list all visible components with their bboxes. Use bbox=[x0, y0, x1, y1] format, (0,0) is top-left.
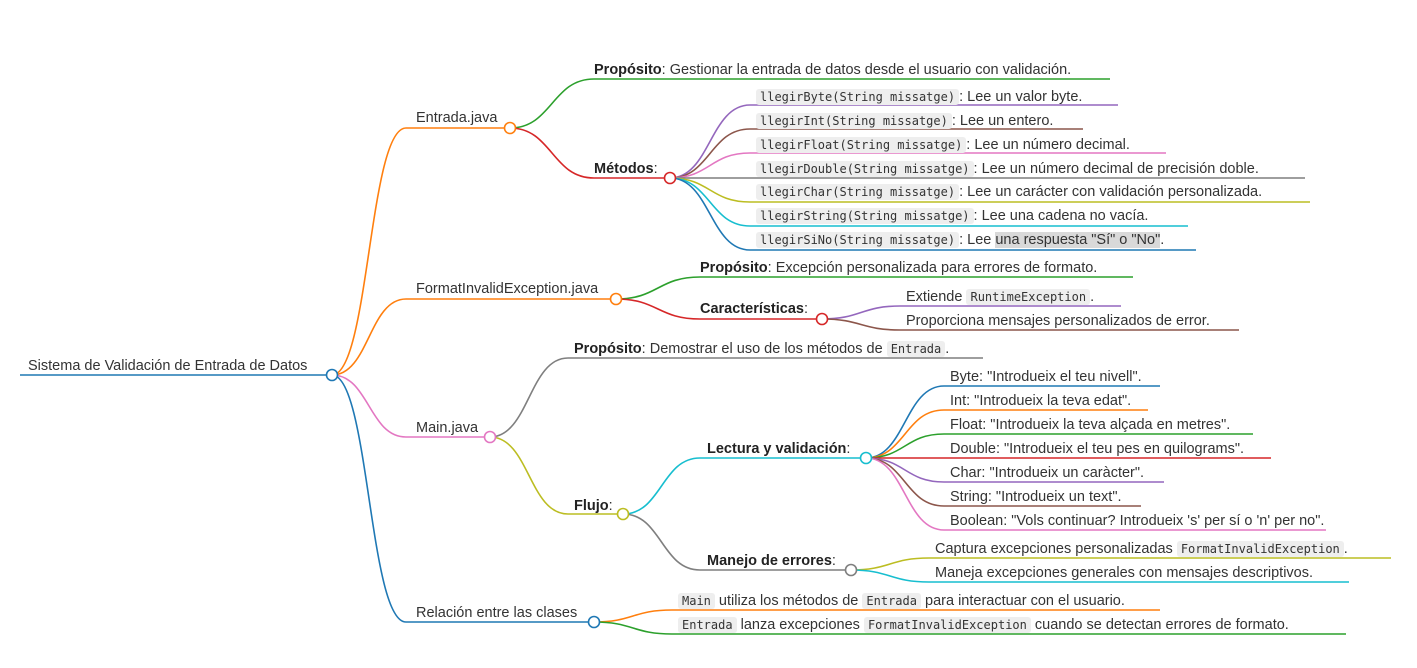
edge-flujo-manejo bbox=[622, 513, 701, 571]
lectura-float: Float: "Introdueix la teva alçada en met… bbox=[950, 417, 1231, 433]
node-lectura bbox=[859, 451, 873, 465]
node-manejo bbox=[844, 563, 858, 577]
format-extiende: Extiende RuntimeException. bbox=[906, 289, 1095, 305]
entrada-node-label: Entrada.java bbox=[416, 110, 498, 126]
main-node-label: Main.java bbox=[416, 420, 479, 436]
metodo-llegirfloat: llegirFloat(String missatge): Lee un núm… bbox=[756, 136, 1130, 154]
edge-relacion-2 bbox=[593, 621, 673, 635]
node-format bbox=[609, 292, 623, 306]
edge-entrada-metodos bbox=[509, 127, 595, 179]
node-relacion bbox=[587, 615, 601, 629]
edge-main-flujo bbox=[489, 436, 569, 515]
manejo-maneja: Maneja excepciones generales con mensaje… bbox=[935, 565, 1314, 581]
edge-metodo-6 bbox=[669, 177, 751, 251]
node-main bbox=[483, 430, 497, 444]
edge-metodo-5 bbox=[669, 177, 751, 227]
edge-format-extiende bbox=[821, 305, 901, 320]
edge-lectura-1 bbox=[865, 409, 945, 459]
lectura-byte: Byte: "Introdueix el teu nivell". bbox=[950, 369, 1142, 385]
metodo-llegirstring: llegirString(String missatge): Lee una c… bbox=[756, 207, 1148, 225]
edge-root-main bbox=[331, 374, 407, 438]
node-caracteristicas bbox=[815, 312, 829, 326]
lectura-validacion-label: Lectura y validación: bbox=[707, 441, 851, 457]
edge-lectura-5 bbox=[865, 457, 945, 507]
edge-flujo-lectura bbox=[622, 457, 701, 515]
edge-lectura-2 bbox=[865, 433, 945, 459]
node-entrada bbox=[503, 121, 517, 135]
edge-manejo-maneja bbox=[850, 569, 930, 583]
format-node-label: FormatInvalidException.java bbox=[416, 281, 599, 297]
lectura-char: Char: "Introdueix un caràcter". bbox=[950, 465, 1145, 481]
manejo-errores-label: Manejo de errores: bbox=[707, 553, 836, 569]
entrada-proposito: Propósito: Gestionar la entrada de datos… bbox=[594, 62, 1072, 78]
node-root bbox=[325, 368, 339, 382]
edge-format-caracteristicas bbox=[615, 298, 701, 320]
edge-metodo-0 bbox=[669, 104, 751, 179]
format-proposito: Propósito: Excepción personalizada para … bbox=[700, 260, 1098, 276]
edge-metodo-2 bbox=[669, 152, 751, 179]
format-proporciona: Proporciona mensajes personalizados de e… bbox=[906, 313, 1210, 329]
edge-root-relacion bbox=[331, 374, 407, 623]
edge-relacion-1 bbox=[593, 609, 673, 623]
edge-manejo-captura bbox=[850, 557, 930, 571]
metodo-llegirsino: llegirSiNo(String missatge): Lee una res… bbox=[756, 231, 1164, 249]
lectura-int: Int: "Introdueix la teva edat". bbox=[950, 393, 1132, 409]
metodo-llegirbyte: llegirByte(String missatge): Lee un valo… bbox=[756, 88, 1082, 106]
edge-entrada-proposito bbox=[509, 78, 595, 129]
lectura-boolean: Boolean: "Vols continuar? Introdueix 's'… bbox=[950, 513, 1325, 529]
relacion-entrada-lanza: Entrada lanza excepciones FormatInvalidE… bbox=[678, 616, 1289, 634]
relacion-node-label: Relación entre las clases bbox=[416, 605, 578, 621]
main-proposito: Propósito: Demostrar el uso de los métod… bbox=[574, 341, 950, 357]
edge-metodo-4 bbox=[669, 177, 751, 203]
edge-lectura-4 bbox=[865, 457, 945, 483]
relacion-main-utiliza: Main utiliza los métodos de Entrada para… bbox=[678, 592, 1125, 610]
entrada-metodos-label: Métodos: bbox=[594, 161, 658, 177]
edge-metodo-1 bbox=[669, 128, 751, 179]
edge-root-format bbox=[331, 298, 407, 376]
lectura-double: Double: "Introdueix el teu pes en quilog… bbox=[950, 441, 1245, 457]
edge-main-proposito bbox=[489, 357, 569, 438]
root-node-label: Sistema de Validación de Entrada de Dato… bbox=[28, 358, 308, 374]
format-caracteristicas-label: Características: bbox=[700, 301, 809, 317]
edge-lectura-6 bbox=[865, 457, 945, 531]
manejo-captura: Captura excepciones personalizadas Forma… bbox=[935, 541, 1348, 557]
node-metodos bbox=[663, 171, 677, 185]
metodo-llegirchar: llegirChar(String missatge): Lee un cará… bbox=[756, 183, 1262, 201]
metodo-llegirint: llegirInt(String missatge): Lee un enter… bbox=[756, 112, 1053, 130]
edge-lectura-0 bbox=[865, 385, 945, 459]
edge-format-proposito bbox=[615, 276, 701, 300]
lectura-string: String: "Introdueix un text". bbox=[950, 489, 1122, 505]
node-flujo bbox=[616, 507, 630, 521]
edge-format-proporciona bbox=[821, 318, 901, 331]
edge-root-entrada bbox=[331, 127, 407, 376]
main-flujo-label: Flujo: bbox=[574, 498, 613, 514]
metodo-llegirdouble: llegirDouble(String missatge): Lee un nú… bbox=[756, 160, 1259, 178]
